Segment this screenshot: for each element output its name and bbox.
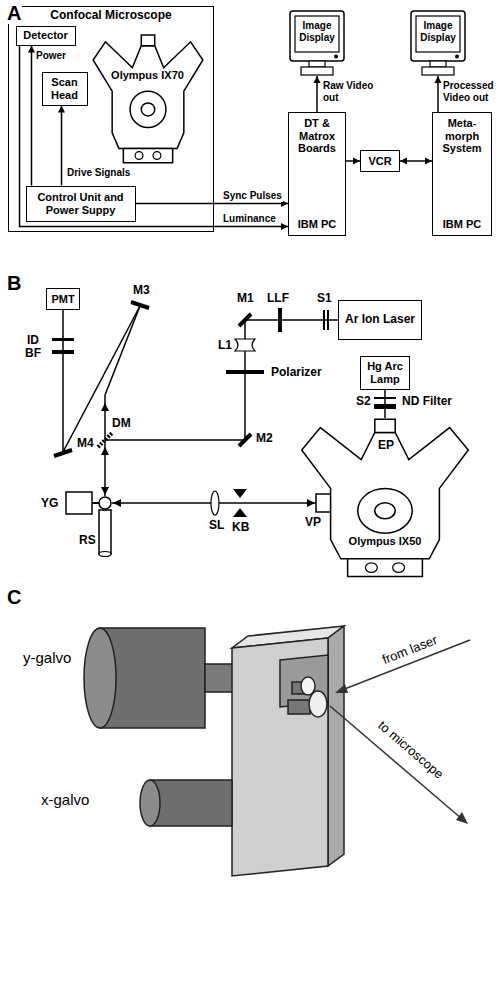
scanner-label: RS — [78, 534, 97, 547]
signal-label: Raw Video out — [322, 80, 376, 103]
port-label: VP — [304, 516, 322, 529]
mirror-label: M3 — [132, 284, 151, 297]
lens-label: L1 — [217, 339, 233, 352]
connector-line — [31, 46, 33, 186]
lens-label: SL — [208, 519, 225, 532]
lamp-box: Hg Arc Lamp — [360, 356, 410, 390]
panel-letter: C — [6, 586, 22, 608]
signal-connector — [58, 106, 65, 186]
node-text: Scan Head — [46, 76, 84, 101]
arrowhead — [58, 106, 65, 113]
node-text: Control Unit and Power Suppy — [30, 191, 132, 216]
shutter-label: S1 — [316, 292, 333, 305]
laser-box: Ar Ion Laser — [338, 300, 422, 340]
node-text: Image Display — [295, 20, 339, 43]
shape-outline — [410, 10, 466, 76]
filter-label: ND Filter — [401, 395, 453, 408]
signal-connector — [314, 76, 321, 112]
panel-letter: B — [6, 272, 22, 294]
node-text: DT & Matrox Boards — [292, 117, 342, 155]
computer-box: Meta- morph SystemIBM PC — [432, 112, 492, 236]
signal-label: Luminance — [222, 213, 277, 225]
monitor-icon: Image Display — [410, 10, 466, 76]
signal-connector — [435, 76, 442, 112]
filter-label: ID — [26, 334, 40, 347]
arrowhead — [353, 158, 360, 165]
detector-box: PMT — [46, 288, 80, 310]
arrowhead — [435, 76, 442, 83]
node-text: Meta- morph System — [436, 117, 488, 155]
node-text: Hg Arc Lamp — [364, 360, 406, 385]
node-text: Image Display — [416, 20, 460, 43]
component-box: Scan Head — [42, 72, 88, 106]
beam-label: to microscope — [374, 718, 446, 783]
shape-outline — [92, 34, 204, 164]
connector-line — [61, 106, 63, 186]
filter-label: LLF — [266, 292, 290, 305]
arrowhead — [28, 46, 35, 53]
signal-connector — [385, 390, 386, 418]
mirror-label: DM — [111, 417, 132, 430]
port-label: EP — [377, 439, 395, 452]
blade-label: KB — [231, 521, 250, 534]
arrowhead — [425, 158, 432, 165]
signal-label: Processed Video out — [442, 80, 498, 103]
signal-label: Sync Pulses — [222, 190, 283, 202]
node-text: Olympus IX50 — [300, 535, 470, 548]
node-text: Olympus IX70 — [92, 69, 204, 82]
panel-letter: A — [6, 2, 22, 24]
component-box: VCR — [360, 150, 400, 172]
signal-connector — [400, 158, 432, 165]
mirror-label: M2 — [255, 432, 274, 445]
shutter-label: S2 — [355, 395, 372, 408]
part-label: y-galvo — [22, 650, 72, 667]
shape-outline — [289, 10, 345, 76]
signal-connector — [346, 158, 360, 165]
galvo-label: YG — [40, 497, 59, 510]
beam-label: from laser — [379, 633, 440, 668]
group-heading: Confocal Microscope — [9, 7, 213, 23]
component-box: Control Unit and Power Suppy — [26, 186, 136, 222]
arrowhead — [400, 158, 407, 165]
polarizer-label: Polarizer — [270, 366, 323, 379]
node-text: PMT — [51, 293, 74, 306]
node-text: IBM PC — [443, 218, 482, 231]
mirror-label: M4 — [76, 437, 95, 450]
signal-label: Power — [35, 50, 67, 62]
instrument-group: Confocal MicroscopeDetectorScan Head Olym… — [8, 6, 214, 232]
microscope-outline: Olympus IX70 — [92, 34, 204, 164]
computer-box: DT & Matrox BoardsIBM PC — [288, 112, 346, 236]
monitor-icon: Image Display — [289, 10, 345, 76]
mirror-label: M1 — [236, 292, 255, 305]
arrowhead — [314, 76, 321, 83]
signal-label: Drive Signals — [66, 167, 131, 179]
filter-label: BF — [24, 347, 42, 360]
arrowhead — [281, 223, 288, 230]
node-text: Ar Ion Laser — [345, 313, 415, 327]
part-label: x-galvo — [40, 792, 90, 809]
signal-connector — [28, 46, 35, 186]
node-text: Detector — [23, 29, 68, 42]
component-box: Detector — [16, 26, 76, 46]
connector-line — [136, 203, 289, 205]
node-text: IBM PC — [298, 218, 337, 231]
node-text: VCR — [368, 155, 391, 168]
connector-line — [384, 390, 386, 418]
